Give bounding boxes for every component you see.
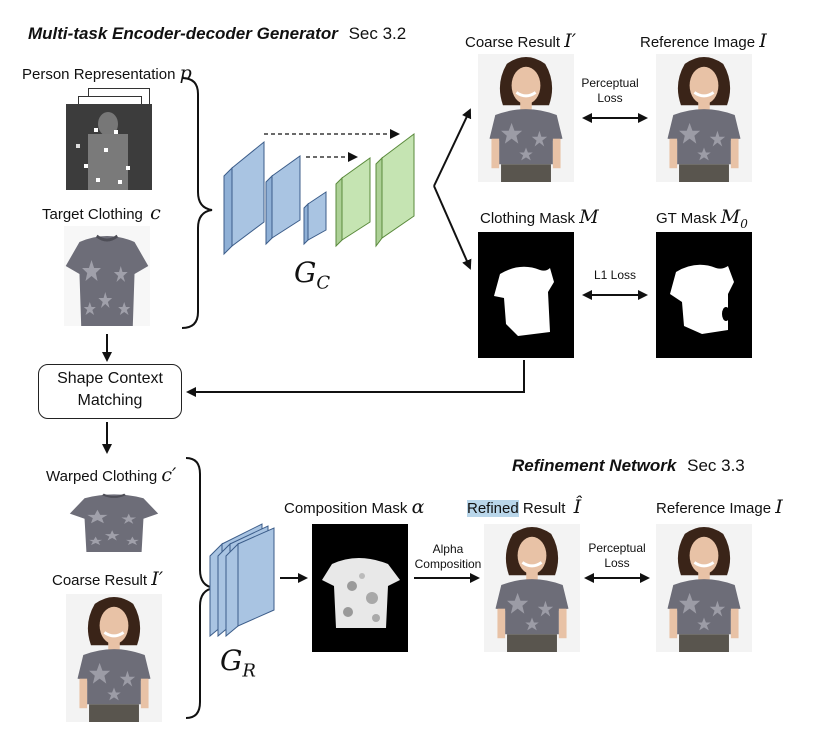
stage2-title-sec: Sec 3.3 [687, 456, 745, 475]
input-brace-top [181, 77, 213, 329]
shape-context-matching-label: Shape Context Matching [57, 370, 163, 409]
person-representation-text: Person Representation [22, 66, 176, 83]
gt-mask-math: M0 [720, 206, 748, 231]
reference-image-text-bottom: Reference Image [656, 500, 772, 517]
target-clothing-math: c [150, 202, 161, 224]
coarse-result-label-bottom: Coarse Result I′ [52, 568, 163, 590]
coarse-result-person-top [478, 54, 574, 182]
l1-loss-label: L1 Loss [593, 268, 637, 282]
composition-mask-math: α [411, 496, 425, 518]
target-clothing-shirt [64, 234, 150, 326]
perceptual-loss-label-bottom: Perceptual Loss [584, 541, 650, 571]
stage2-title: Refinement Network Sec 3.3 [512, 456, 745, 476]
warped-clothing-math: c′ [161, 464, 177, 486]
generator-c-sub: C [316, 272, 331, 294]
clothing-mask-image [478, 232, 574, 358]
clothing-mask-text: Clothing Mask [480, 210, 576, 227]
target-clothing-text: Target Clothing [42, 206, 143, 223]
gt-mask-math-sub: 0 [740, 216, 748, 231]
body-shape-map [66, 104, 152, 190]
reference-image-label-bottom: Reference Image I [656, 496, 783, 518]
encoder-block-2 [265, 155, 301, 246]
perceptual-loss-label-top: Perceptual Loss [581, 76, 639, 105]
clothing-mask-label: Clothing Mask M [480, 206, 599, 228]
coarse-result-person-bottom [66, 594, 162, 722]
gt-mask-label: GT Mask M0 [656, 206, 748, 231]
warped-clothing-image [68, 488, 160, 552]
reference-image-math-top: I [759, 30, 767, 52]
target-clothing-image [64, 226, 150, 326]
coarse-result-text-bottom: Coarse Result [52, 572, 148, 589]
reference-image-bottom [656, 524, 752, 652]
person-representation-label: Person Representation p [22, 62, 192, 84]
stage2-title-bold: Refinement Network [512, 456, 677, 475]
refined-result-person [484, 524, 580, 652]
person-representation-stack [66, 88, 156, 192]
perceptual-loss-text-bottom: Perceptual Loss [588, 541, 646, 570]
generator-c-letter: G [294, 256, 317, 289]
coarse-result-math-bottom: I′ [151, 568, 164, 590]
coarse-result-label-top: Coarse Result I′ [465, 30, 576, 52]
reference-person-bottom [656, 524, 752, 652]
encoder-block-3 [303, 191, 327, 246]
gt-mask-image [656, 232, 752, 358]
stage1-title: Multi-task Encoder-decoder Generator Sec… [28, 24, 406, 44]
arrow-to-coarse-result [433, 108, 472, 187]
composition-mask-text: Composition Mask [284, 500, 408, 517]
coarse-result-image-top [478, 54, 574, 182]
reference-image-math-bottom: I [775, 496, 783, 518]
clothing-mask-shape [494, 266, 554, 336]
warped-clothing-text: Warped Clothing [46, 468, 158, 485]
warped-clothing-shirt [68, 493, 160, 552]
reference-person-top [656, 54, 752, 182]
coarse-result-math-top: I′ [564, 30, 577, 52]
stage1-title-bold: Multi-task Encoder-decoder Generator [28, 24, 338, 43]
composition-mask-shape [322, 558, 400, 628]
reference-image-label-top: Reference Image I [640, 30, 767, 52]
input-brace-bottom [185, 457, 215, 719]
shape-context-matching-box: Shape Context Matching [38, 364, 182, 419]
body-shape-silhouette [76, 112, 130, 190]
refined-result-math: Î [573, 496, 582, 518]
refined-result-image [484, 524, 580, 652]
refined-result-text: Result [522, 500, 566, 517]
alpha-composition-label: Alpha Composition [414, 542, 482, 571]
decoder-block-2 [375, 133, 415, 248]
clothing-mask-math: M [579, 206, 599, 228]
gt-mask-shape [670, 264, 734, 334]
gt-mask-math-letter: M [720, 206, 741, 228]
stage1-title-sec: Sec 3.2 [348, 24, 407, 43]
reference-image-top [656, 54, 752, 182]
refined-result-label: Refined Result Î [467, 496, 581, 518]
encoder-block-1 [223, 140, 265, 256]
coarse-result-text-top: Coarse Result [465, 34, 561, 51]
warped-clothing-label: Warped Clothing c′ [46, 464, 176, 486]
generator-r-label: GR [220, 644, 256, 682]
arrow-mask-to-shape-context [186, 360, 525, 397]
refinement-network-blocks [209, 523, 275, 638]
generator-r-letter: G [220, 644, 243, 677]
generator-r-sub: R [242, 660, 256, 682]
coarse-result-image-bottom [66, 594, 162, 722]
refined-result-highlight: Refined [467, 500, 519, 517]
gt-mask-text: GT Mask [656, 210, 717, 227]
composition-mask-image [312, 524, 408, 652]
reference-image-text-top: Reference Image [640, 34, 756, 51]
arrow-to-clothing-mask [433, 185, 472, 270]
person-representation-math: p [179, 62, 192, 84]
target-clothing-label: Target Clothing c [42, 202, 161, 224]
composition-mask-label: Composition Mask α [284, 496, 424, 518]
generator-c-label: GC [294, 256, 330, 294]
decoder-block-1 [335, 157, 371, 248]
